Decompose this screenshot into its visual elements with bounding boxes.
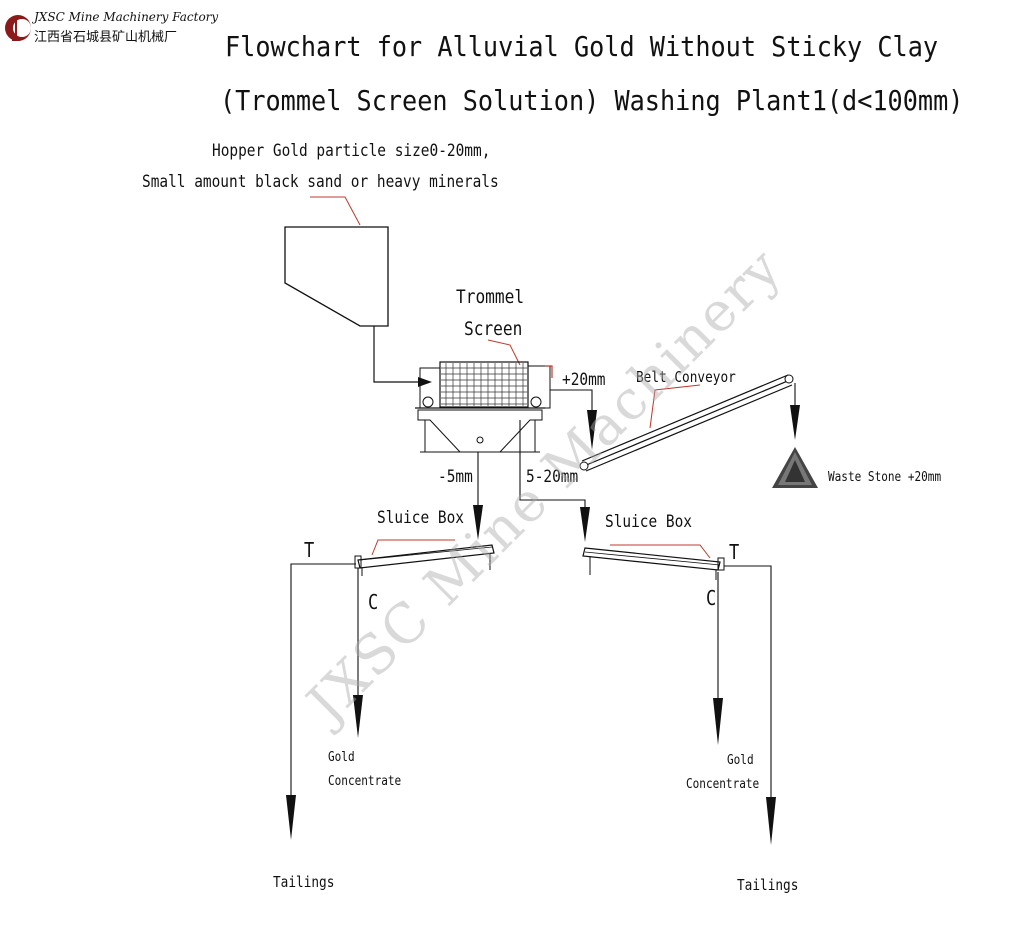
arrow-to-conveyor-icon <box>587 410 597 450</box>
logo-english: JXSC Mine Machinery Factory <box>34 10 219 24</box>
trommel-screen-machine <box>415 361 553 453</box>
oversize-label: +20mm <box>562 370 606 390</box>
left-gold-line-2: Concentrate <box>328 774 402 789</box>
arrow-to-trommel-icon <box>418 377 432 387</box>
left-concentrate-mark: C <box>368 590 379 614</box>
hopper-feed-line <box>373 326 418 383</box>
left-sluice-label: Sluice Box <box>377 508 465 528</box>
logo-chinese: 江西省石城县矿山机械厂 <box>34 30 178 45</box>
left-sluice-leader-line <box>371 539 455 556</box>
arrow-right-tailings-icon <box>766 797 776 845</box>
right-concentrate-mark: C <box>706 586 717 610</box>
right-tailings-line <box>724 565 772 797</box>
medium-line <box>519 420 586 507</box>
trommel-label-line-2: Screen <box>464 318 523 340</box>
arrow-to-waste-icon <box>790 405 800 440</box>
logo-mark-icon <box>5 15 31 41</box>
hopper-leader-line <box>310 196 361 226</box>
left-tailings-mark: T <box>304 538 315 562</box>
trommel-leader-line <box>487 339 521 366</box>
title-line-1: Flowchart for Alluvial Gold Without Stic… <box>225 30 939 63</box>
belt-conveyor <box>579 374 794 472</box>
right-gold-line-1: Gold <box>727 753 754 768</box>
right-gold-line-2: Concentrate <box>686 777 760 792</box>
right-sluice-label: Sluice Box <box>605 512 693 532</box>
left-gold-line-1: Gold <box>328 750 355 765</box>
arrow-left-concentrate-icon <box>353 695 363 738</box>
right-sluice-box <box>582 547 725 580</box>
hopper <box>284 226 389 327</box>
right-tailings-label: Tailings <box>737 876 799 894</box>
waste-stone-pile <box>772 447 818 488</box>
left-tailings-label: Tailings <box>273 873 335 891</box>
conveyor-leader-line <box>649 384 701 429</box>
left-tailings-line <box>290 563 356 795</box>
medium-fraction-label: 5-20mm <box>526 467 579 487</box>
oversize-line <box>550 389 593 410</box>
right-tailings-mark: T <box>729 540 740 564</box>
hopper-label-line-2: Small amount black sand or heavy mineral… <box>142 172 499 192</box>
arrow-left-tailings-icon <box>286 795 296 840</box>
trommel-label-line-1: Trommel <box>456 286 525 308</box>
arrow-to-left-sluice-icon <box>473 505 483 540</box>
title-line-2: (Trommel Screen Solution) Washing Plant1… <box>220 84 964 117</box>
belt-conveyor-label: Belt Conveyor <box>636 368 736 386</box>
right-sluice-leader-line <box>610 544 711 559</box>
waste-stone-label: Waste Stone +20mm <box>828 470 942 485</box>
hopper-label-line-1: Hopper Gold particle size0-20mm, <box>212 141 491 161</box>
arrow-right-concentrate-icon <box>713 698 723 745</box>
arrow-to-right-sluice-icon <box>580 507 590 542</box>
fine-fraction-label: -5mm <box>438 467 473 487</box>
